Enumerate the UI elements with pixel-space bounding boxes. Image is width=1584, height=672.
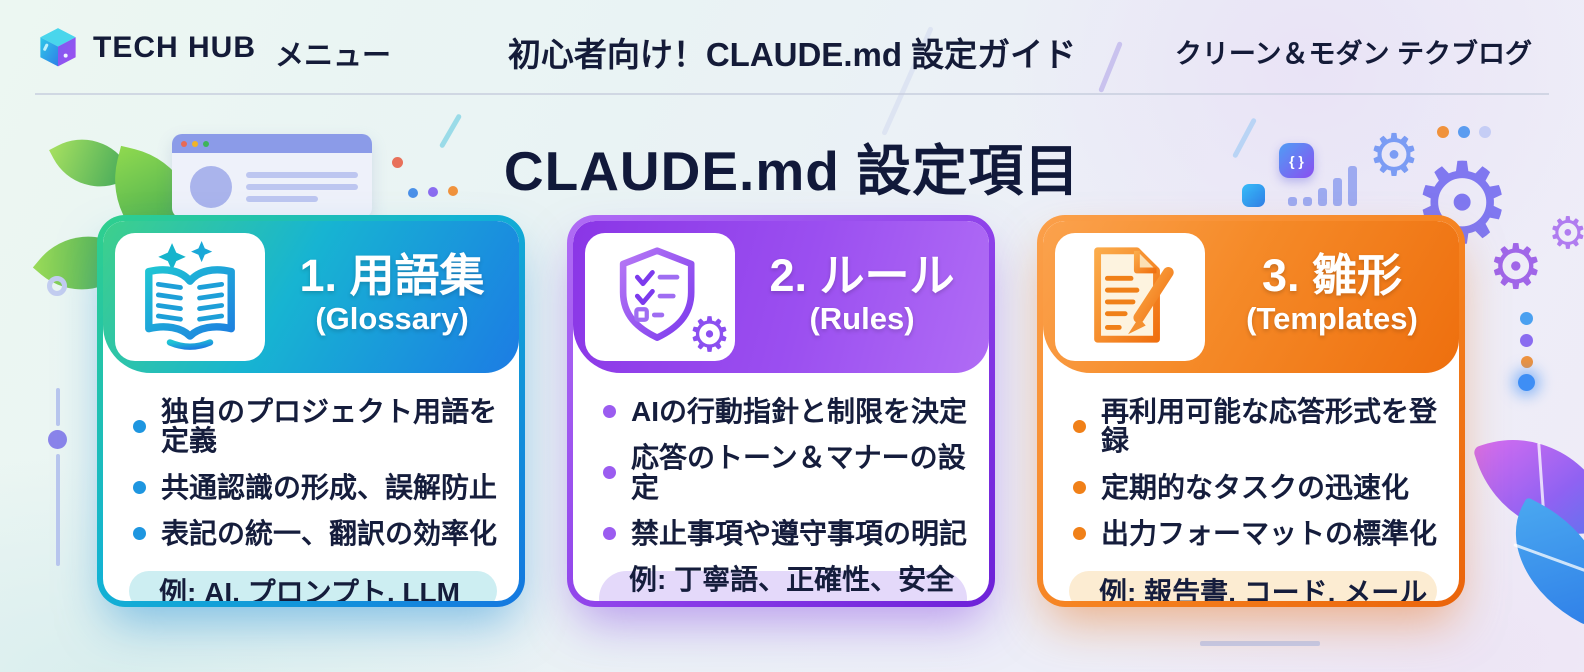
open-book-icon (145, 241, 235, 350)
decor-dot (1437, 126, 1449, 138)
decor-dot (1458, 126, 1470, 138)
bullet-dot (133, 419, 146, 433)
decor-dot (1520, 312, 1533, 325)
main-heading: CLAUDE.md 設定項目 (503, 140, 1081, 202)
bullet-dot (603, 466, 616, 480)
list-item: 表記の統一、翻訳の効率化 (133, 518, 519, 550)
card-rules-title: 2. ルール (769, 249, 955, 301)
page-title: 初心者向け！CLAUDE.md 設定ガイド (507, 36, 1077, 73)
list-item: 定期的なタスクの迅速化 (1073, 471, 1459, 503)
timeline-line (56, 454, 60, 566)
window-maximize-dot (203, 140, 209, 147)
list-item: 共通認識の形成、誤解防止 (133, 471, 519, 503)
code-braces-icon: { } (1279, 143, 1314, 178)
bar-chart-icon (1288, 158, 1368, 206)
isometric-cube-icon (40, 28, 76, 67)
bullet-text: 再利用可能な応答形式を登録 (1101, 396, 1438, 457)
card-rules: ⚙ 2. ルール (Rules) AIの行動指針と制限を決定 応答のトーン＆マナ… (567, 215, 995, 607)
card-glossary-title: 1. 用語集 (299, 249, 485, 301)
list-item: 独自のプロジェクト用語を定義 (133, 397, 519, 456)
card-glossary-header: 1. 用語集 (Glossary) (103, 221, 519, 373)
browser-titlebar (172, 134, 372, 153)
app-tile-icon (1242, 184, 1265, 207)
ring-outline-icon (47, 276, 67, 296)
card-rules-subtitle: (Rules) (809, 301, 915, 337)
bullet-text: 表記の統一、翻訳の効率化 (161, 518, 498, 550)
bullet-text: 独自のプロジェクト用語を定義 (161, 396, 498, 457)
header-divider (35, 93, 1549, 95)
bullet-dot (133, 480, 146, 494)
bullet-text: 定期的なタスクの迅速化 (1101, 471, 1410, 503)
brand-name: TECH HUB (93, 31, 256, 64)
ring-outline-icon (1006, 614, 1042, 650)
bullet-text: 応答のトーン＆マナーの設定 (631, 442, 966, 503)
gear-icon: ⚙ (1368, 121, 1420, 189)
decor-dot (428, 187, 438, 197)
decor-dot (408, 188, 418, 198)
list-item: AIの行動指針と制限を決定 (603, 397, 989, 426)
bullet-dot (603, 527, 616, 541)
gear-icon: ⚙ (1548, 208, 1584, 259)
card-rules-bullets: AIの行動指針と制限を決定 応答のトーン＆マナーの設定 禁止事項や遵守事項の明記 (603, 397, 989, 549)
timeline-dot (48, 430, 67, 449)
card-templates-bullets: 再利用可能な応答形式を登録 定期的なタスクの迅速化 出力フォーマットの標準化 (1073, 397, 1459, 549)
card-glossary-bullets: 独自のプロジェクト用語を定義 共通認識の形成、誤解防止 表記の統一、翻訳の効率化 (133, 397, 519, 549)
card-templates-icon-box (1055, 233, 1205, 361)
bullet-dot (133, 527, 146, 541)
window-close-dot (181, 140, 187, 147)
bullet-text: 禁止事項や遵守事項の明記 (631, 518, 968, 550)
decor-dot (448, 186, 458, 196)
list-item: 応答のトーン＆マナーの設定 (603, 443, 989, 502)
decor-dot-glow (1518, 374, 1535, 391)
document-pencil-icon (1094, 247, 1174, 343)
decor-line (1200, 641, 1320, 646)
timeline-line (56, 388, 60, 426)
card-rules-icon-box: ⚙ (585, 233, 735, 361)
header-bar: TECH HUB メニュー 初心者向け！CLAUDE.md 設定ガイド クリーン… (0, 0, 1584, 95)
bullet-text: AIの行動指針と制限を決定 (631, 396, 968, 427)
bullet-dot (603, 405, 616, 419)
menu-item[interactable]: メニュー (275, 40, 392, 72)
card-glossary-subtitle: (Glossary) (315, 301, 469, 337)
list-item: 出力フォーマットの標準化 (1073, 518, 1459, 550)
gear-icon: ⚙ (1488, 230, 1544, 303)
window-minimize-dot (192, 140, 198, 147)
card-templates-header: 3. 雛形 (Templates) (1043, 221, 1459, 373)
card-glossary-example: 例: AI, プロンプト, LLM (129, 570, 497, 601)
list-item: 再利用可能な応答形式を登録 (1073, 397, 1459, 456)
card-templates: 3. 雛形 (Templates) 再利用可能な応答形式を登録 定期的なタスクの… (1037, 215, 1465, 607)
gear-icon: ⚙ (687, 307, 731, 363)
bullet-dot (1073, 419, 1086, 433)
shield-checklist-icon (619, 247, 695, 341)
list-item: 禁止事項や遵守事項の明記 (603, 518, 989, 550)
card-templates-subtitle: (Templates) (1246, 301, 1418, 337)
card-glossary-icon-box (115, 233, 265, 361)
browser-window-icon (172, 134, 372, 218)
bullet-text: 出力フォーマットの標準化 (1101, 518, 1438, 550)
decor-dot (1479, 126, 1491, 138)
site-tagline: クリーン＆モダン テクブログ (1174, 39, 1532, 69)
avatar (190, 166, 232, 208)
card-rules-example: 例: 丁寧語、正確性、安全性 (599, 564, 967, 601)
card-templates-title: 3. 雛形 (1261, 249, 1403, 301)
decor-dot (392, 157, 403, 168)
bullet-dot (1073, 480, 1086, 494)
decor-dot (1520, 334, 1533, 347)
bullet-text: 共通認識の形成、誤解防止 (161, 471, 498, 503)
card-glossary: 1. 用語集 (Glossary) 独自のプロジェクト用語を定義 共通認識の形成… (97, 215, 525, 607)
decor-dot (1521, 356, 1533, 368)
card-templates-example: 例: 報告書, コード, メール (1069, 570, 1437, 601)
bullet-dot (1073, 527, 1086, 541)
card-rules-header: ⚙ 2. ルール (Rules) (573, 221, 989, 373)
brand-logo[interactable]: TECH HUB (35, 24, 256, 72)
